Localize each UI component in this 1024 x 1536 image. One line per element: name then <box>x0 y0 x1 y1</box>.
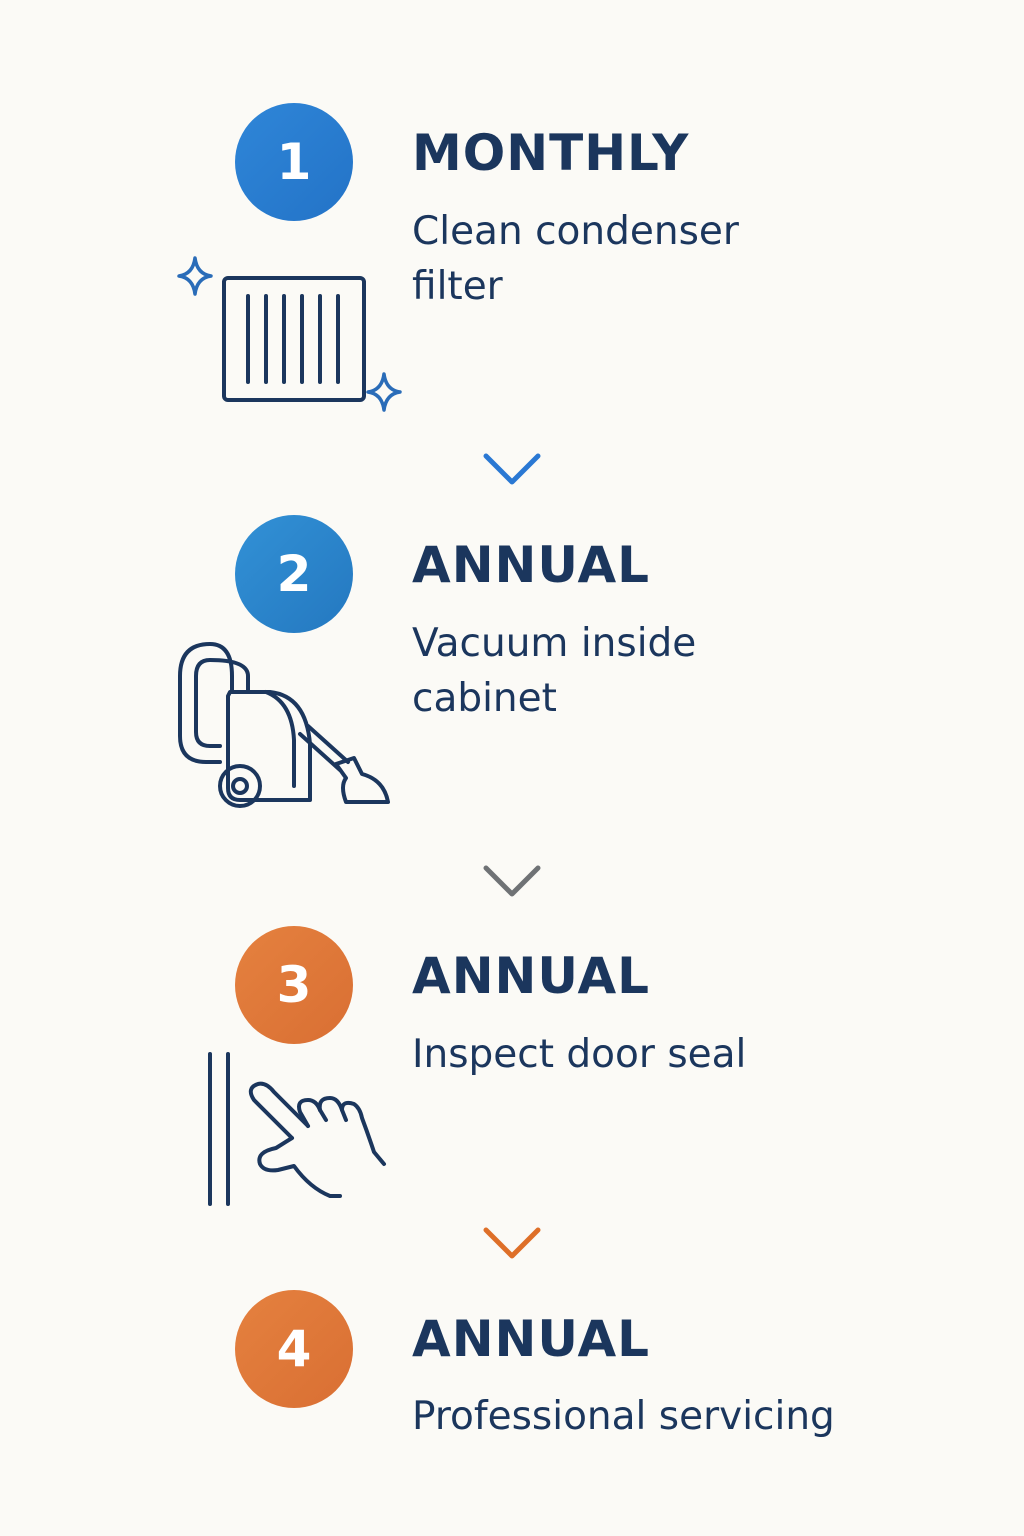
vacuum-icon <box>178 642 390 808</box>
step-1-frequency: MONTHLY <box>412 124 690 182</box>
arrow-down-icon <box>483 1123 541 1259</box>
step-1-number-badge: 1 <box>235 103 353 221</box>
sparkle-icon <box>177 256 213 296</box>
step-4-description: Professional servicing <box>412 1394 835 1439</box>
hand-seal-icon <box>208 1052 386 1206</box>
sparkle-icon <box>366 372 402 412</box>
step-2-number-badge: 2 <box>235 515 353 633</box>
step-3-number-badge: 3 <box>235 926 353 1044</box>
filter-icon <box>177 256 402 412</box>
step-2-frequency: ANNUAL <box>412 536 651 594</box>
step-2-description: Vacuum inside cabinet <box>412 621 697 721</box>
step-4-frequency: ANNUAL <box>412 1310 651 1368</box>
step-4-number-badge: 4 <box>235 1290 353 1408</box>
step-3-description: Inspect door seal <box>412 1032 747 1077</box>
arrow-down-icon <box>483 761 541 897</box>
step-3-frequency: ANNUAL <box>412 947 651 1005</box>
step-1-description: Clean condenser filter <box>412 209 739 309</box>
arrow-down-icon <box>483 349 541 485</box>
